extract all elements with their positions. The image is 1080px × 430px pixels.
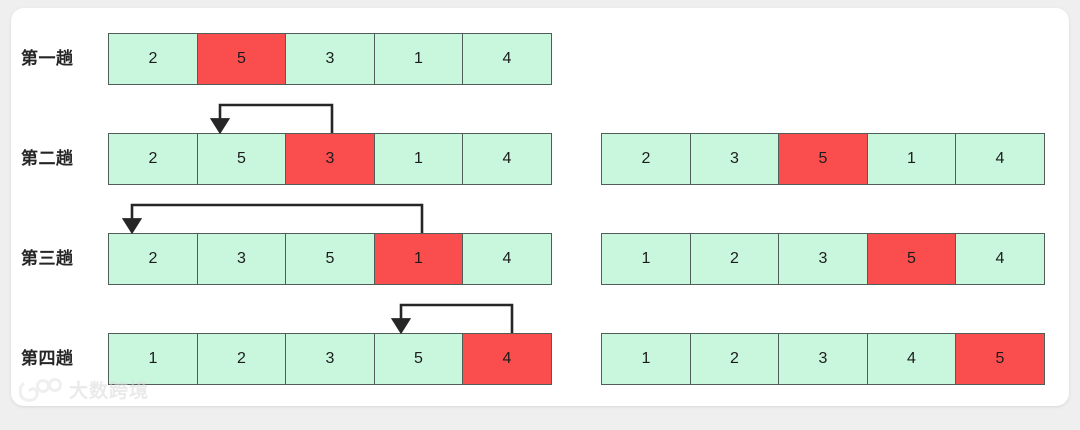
array-cell: 4 bbox=[462, 133, 552, 185]
pass-label-1: 第一趟 bbox=[21, 49, 74, 69]
array-cell: 2 bbox=[108, 33, 198, 85]
pass-label-3: 第三趟 bbox=[21, 249, 74, 269]
array-cell-highlight: 5 bbox=[955, 333, 1045, 385]
array-cell: 4 bbox=[955, 233, 1045, 285]
array-cell: 5 bbox=[373, 333, 464, 385]
array-cell: 4 bbox=[462, 233, 552, 285]
array-cell-highlight: 5 bbox=[778, 133, 868, 185]
array-cell: 1 bbox=[601, 233, 691, 285]
array-cell: 2 bbox=[601, 133, 691, 185]
array-left-3: 2 3 5 1 4 bbox=[108, 233, 552, 285]
pass-row-4: 第四趟 1 2 3 5 4 1 2 3 4 5 bbox=[11, 333, 1069, 385]
array-right-3: 1 2 3 5 4 bbox=[601, 233, 1045, 285]
watermark-text: 大数跨境 bbox=[69, 380, 150, 402]
array-cell-highlight: 5 bbox=[866, 233, 957, 285]
array-cell: 2 bbox=[196, 333, 287, 385]
array-cell-highlight: 5 bbox=[196, 33, 287, 85]
array-cell: 3 bbox=[689, 133, 780, 185]
pass-row-3: 第三趟 2 3 5 1 4 1 2 3 5 4 bbox=[11, 233, 1069, 285]
array-cell-highlight: 3 bbox=[285, 133, 375, 185]
array-cell: 1 bbox=[373, 133, 464, 185]
pass-label-4: 第四趟 bbox=[21, 349, 74, 369]
array-cell: 5 bbox=[196, 133, 287, 185]
array-right-2: 2 3 5 1 4 bbox=[601, 133, 1045, 185]
array-cell: 2 bbox=[689, 333, 780, 385]
brand-logo-icon bbox=[19, 377, 62, 402]
array-cell: 4 bbox=[955, 133, 1045, 185]
array-cell: 3 bbox=[778, 333, 868, 385]
array-left-2: 2 5 3 1 4 bbox=[108, 133, 552, 185]
array-cell: 1 bbox=[601, 333, 691, 385]
array-cell: 2 bbox=[108, 133, 198, 185]
array-cell: 2 bbox=[108, 233, 198, 285]
pass-row-1: 第一趟 2 5 3 1 4 bbox=[11, 33, 1069, 85]
array-cell: 5 bbox=[285, 233, 375, 285]
array-cell-highlight: 4 bbox=[462, 333, 552, 385]
array-cell: 1 bbox=[866, 133, 957, 185]
array-cell-highlight: 1 bbox=[373, 233, 464, 285]
pass-label-2: 第二趟 bbox=[21, 149, 74, 169]
array-cell: 3 bbox=[778, 233, 868, 285]
array-cell: 3 bbox=[196, 233, 287, 285]
pass-row-2: 第二趟 2 5 3 1 4 2 3 5 1 4 bbox=[11, 133, 1069, 185]
array-cell: 4 bbox=[866, 333, 957, 385]
array-left-4: 1 2 3 5 4 bbox=[108, 333, 552, 385]
array-cell: 3 bbox=[285, 333, 375, 385]
array-cell: 2 bbox=[689, 233, 780, 285]
array-right-4: 1 2 3 4 5 bbox=[601, 333, 1045, 385]
diagram-card: 第一趟 2 5 3 1 4 第二趟 2 5 3 1 4 2 3 5 bbox=[11, 8, 1069, 406]
array-left-1: 2 5 3 1 4 bbox=[108, 33, 552, 85]
array-cell: 4 bbox=[462, 33, 552, 85]
array-cell: 3 bbox=[285, 33, 375, 85]
watermark: 大数跨境 bbox=[19, 376, 149, 403]
array-cell: 1 bbox=[373, 33, 464, 85]
